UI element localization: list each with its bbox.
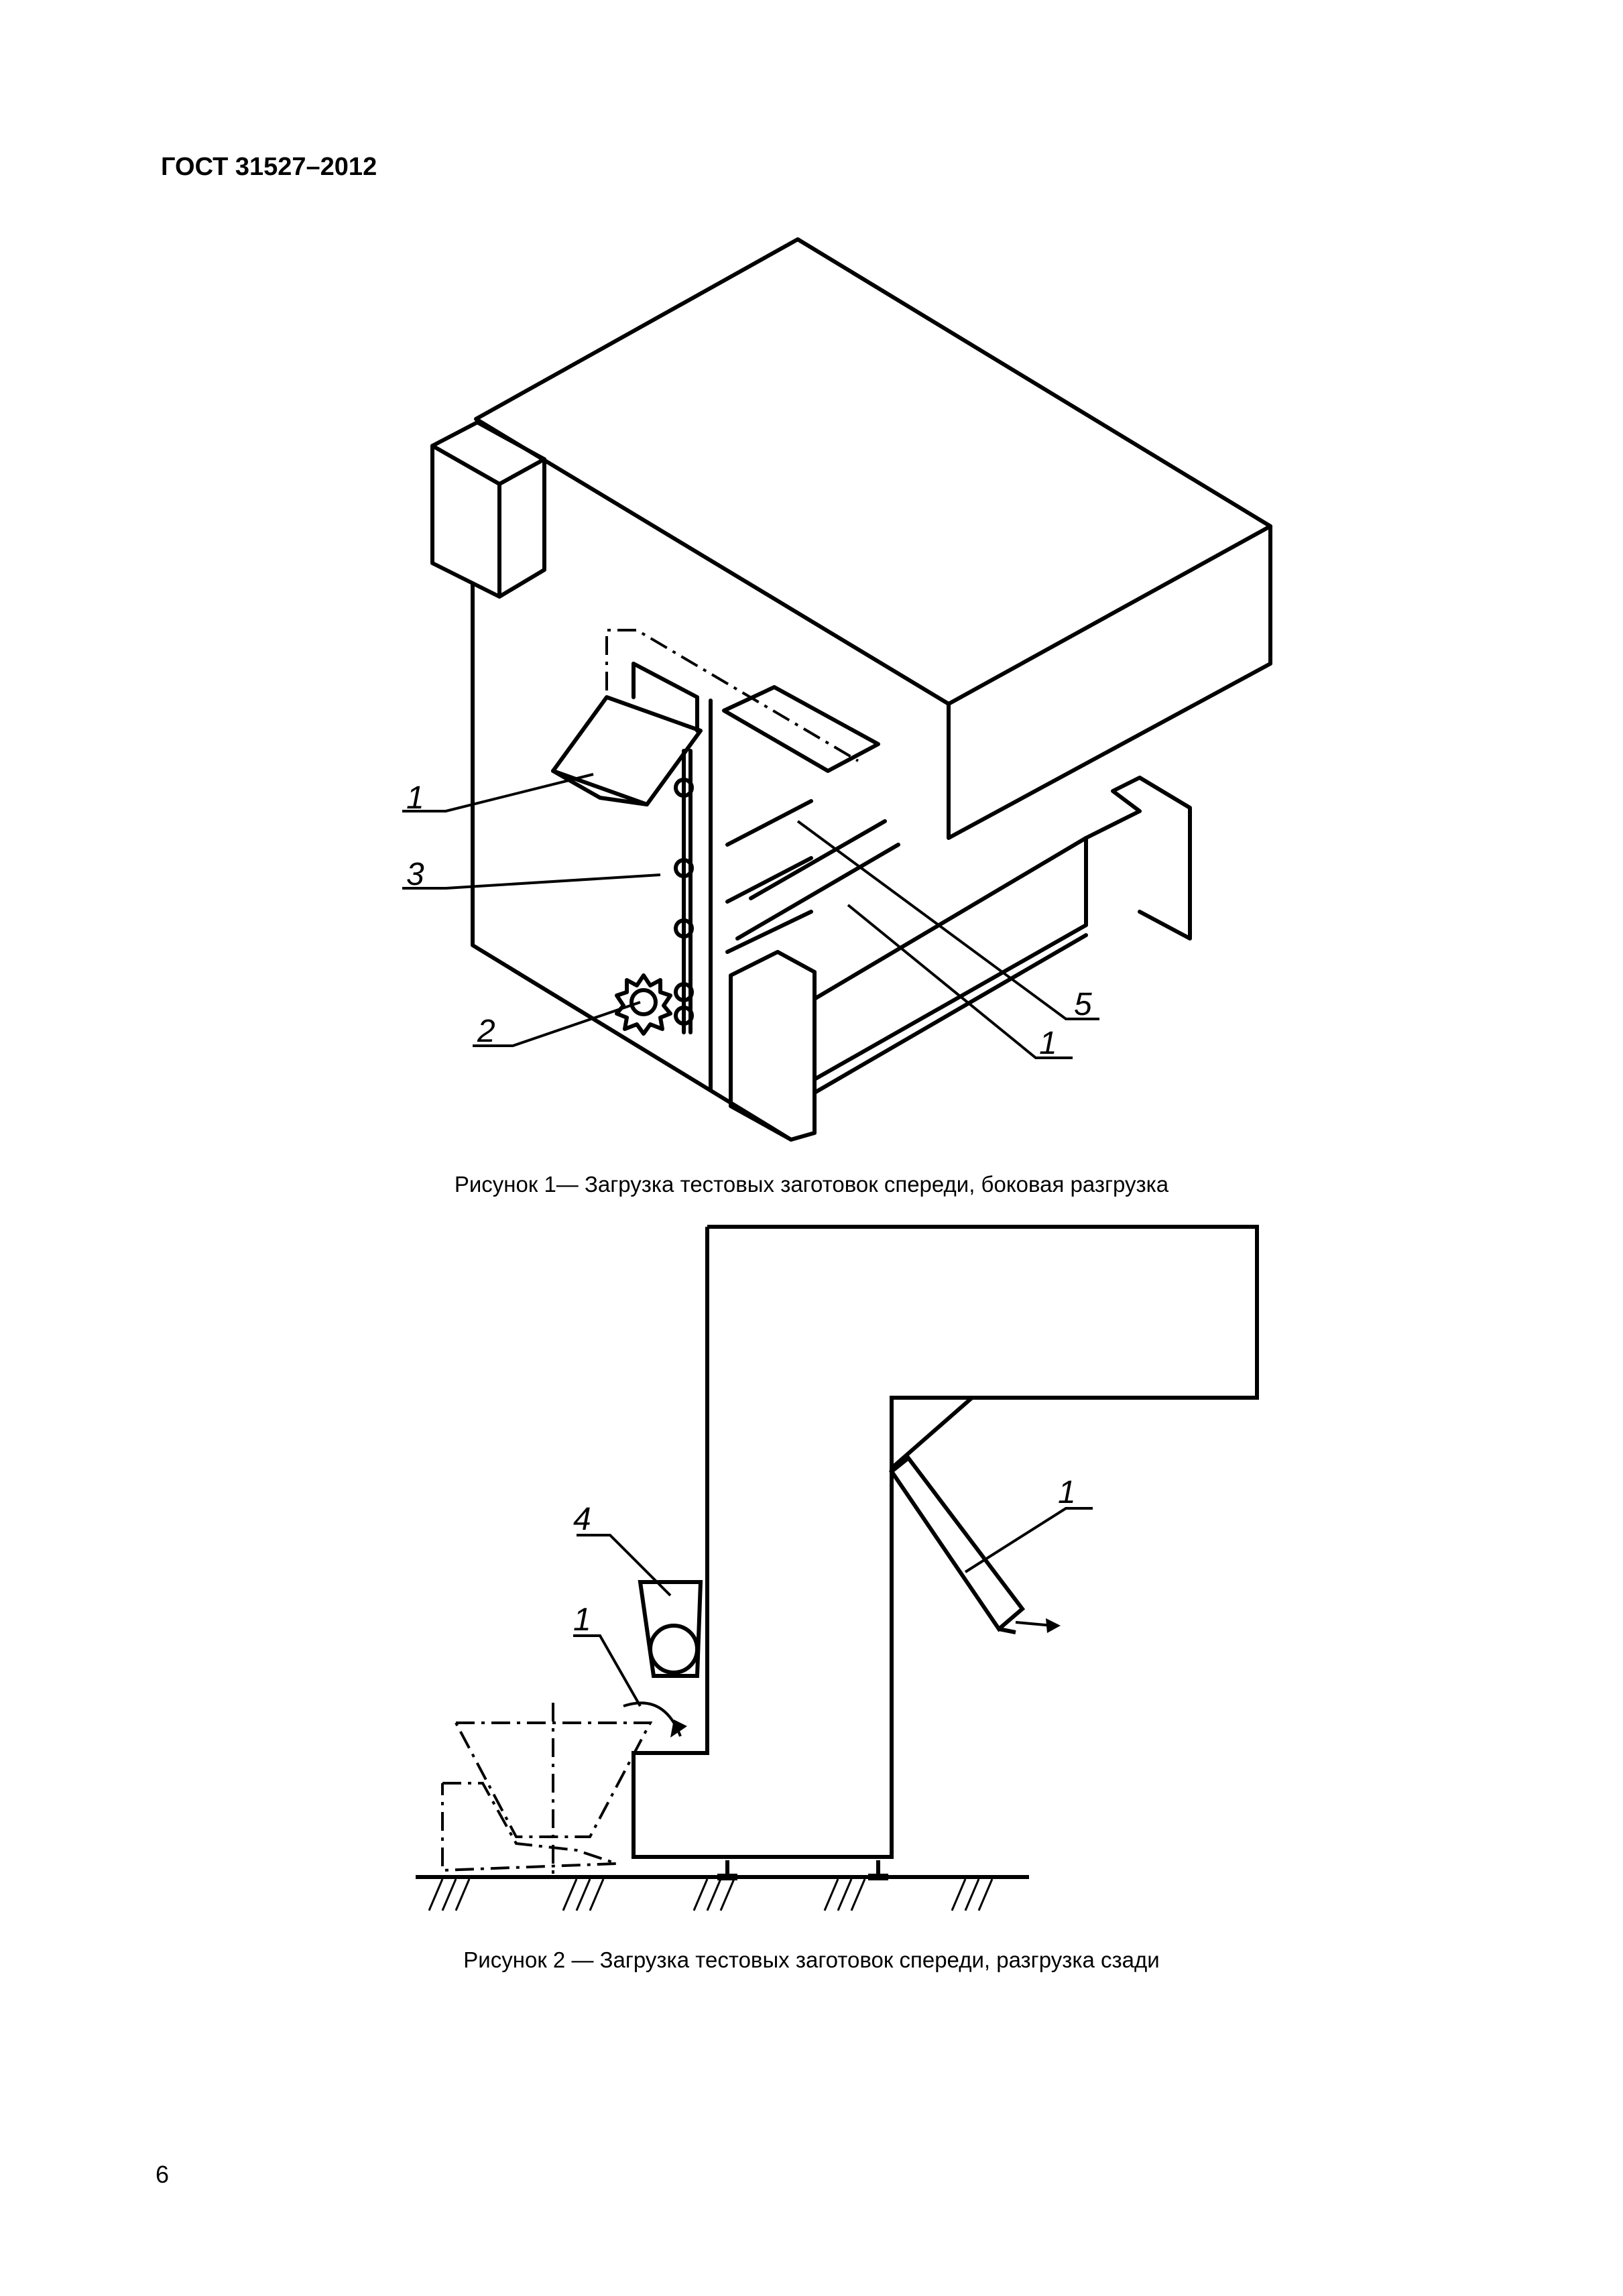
figure-1-label-5: 5	[1074, 987, 1092, 1022]
page-number: 6	[156, 2161, 170, 2188]
figure-1-caption: Рисунок 1— Загрузка тестовых заготовок с…	[454, 1172, 1169, 1197]
figure-1-label-1b: 1	[1039, 1026, 1057, 1061]
figure-2-label-1-left: 1	[573, 1602, 591, 1638]
figure-2-label-1-right: 1	[1058, 1475, 1076, 1510]
figure-1-drawing: 1 3 2 5 1	[402, 237, 1272, 1142]
figure-1-label-1a: 1	[406, 780, 424, 816]
figure-2-caption: Рисунок 2 — Загрузка тестовых заготовок …	[463, 1947, 1160, 1972]
figure-2-label-4: 4	[573, 1502, 591, 1537]
figure-1-label-3: 3	[406, 857, 424, 892]
figure-1-label-2: 2	[477, 1014, 495, 1049]
document-header: ГОСТ 31527–2012	[161, 153, 377, 181]
